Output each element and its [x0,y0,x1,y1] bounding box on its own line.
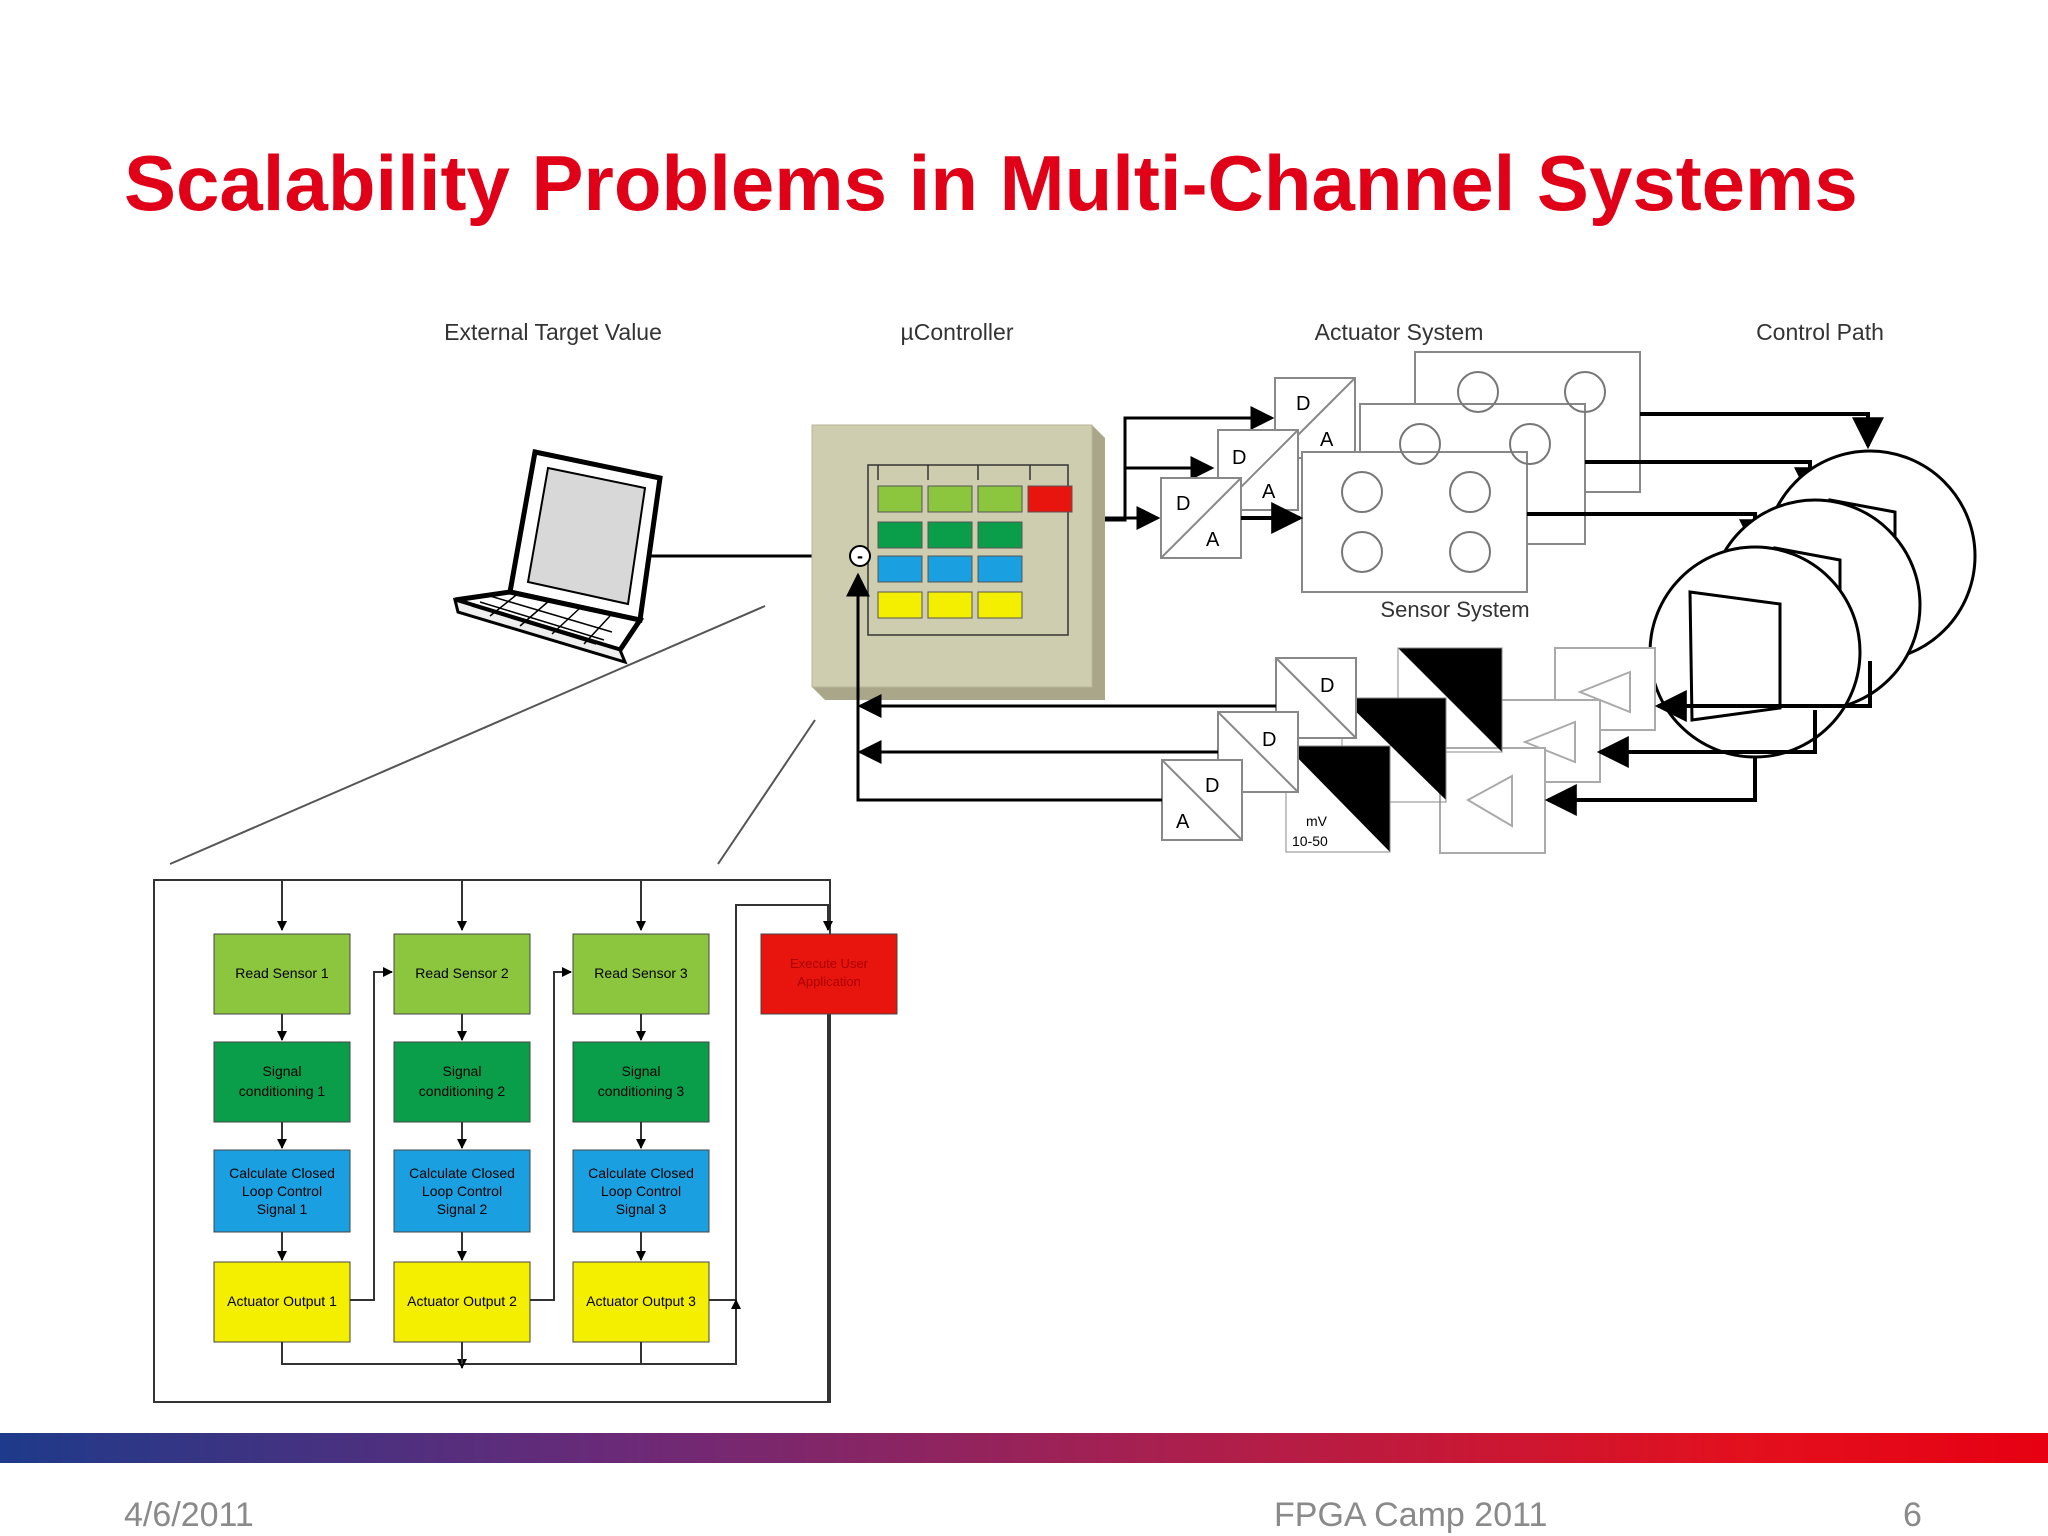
svg-text:D: D [1320,675,1334,697]
label-sensor-system: Sensor System [1380,597,1529,622]
svg-text:Application: Application [797,974,861,989]
svg-text:Actuator Output 1: Actuator Output 1 [227,1293,337,1309]
adc-blocks: D D D A [1161,657,1357,841]
amp-gain-range: 10-50 [1292,833,1328,849]
label-external-target: External Target Value [444,319,662,345]
slide-title: Scalability Problems in Multi-Channel Sy… [124,139,1858,227]
svg-text:Read Sensor 2: Read Sensor 2 [415,965,509,981]
calculate-control-3-block [572,1149,710,1233]
svg-text:Actuator Output 2: Actuator Output 2 [407,1293,517,1309]
calculate-control-1-block [213,1149,351,1233]
dac-blocks: D A D A D A [1160,377,1356,559]
svg-text:conditioning 2: conditioning 2 [419,1083,506,1099]
driver-boxes [1301,351,1641,593]
signal-conditioning-2-block [393,1041,531,1123]
svg-text:Loop Control: Loop Control [422,1183,502,1199]
footer-event: FPGA Camp 2011 [1274,1496,1548,1534]
signal-conditioning-3-block [572,1041,710,1123]
svg-text:Read Sensor 1: Read Sensor 1 [235,965,329,981]
svg-text:Loop Control: Loop Control [242,1183,322,1199]
microcontroller-box: - [811,424,1105,700]
adc-block: D A [1161,759,1243,841]
svg-text:Signal: Signal [443,1063,482,1079]
label-control-path: Control Path [1756,319,1884,345]
read-sensor-2-block [393,933,531,1015]
svg-text:Signal 2: Signal 2 [437,1201,488,1217]
calculate-control-2-block [393,1149,531,1233]
amp-gain-label: mV [1306,813,1328,829]
svg-text:Calculate Closed: Calculate Closed [588,1165,694,1181]
actuator-output-3-block [572,1261,710,1343]
footer-gradient-bar [0,1433,2048,1463]
read-sensor-1-block [213,933,351,1015]
actuator-command-arrows [1105,406,1275,530]
svg-text:A: A [1176,811,1190,833]
svg-text:D: D [1176,493,1190,515]
footer-page-number: 6 [1903,1496,1922,1534]
svg-text:D: D [1296,393,1310,415]
svg-text:D: D [1205,775,1219,797]
svg-text:Signal: Signal [263,1063,302,1079]
label-actuator-system: Actuator System [1315,319,1484,345]
svg-text:Signal 1: Signal 1 [257,1201,308,1217]
sensor-amp-blocks: mV 10-50 [1285,647,1656,854]
svg-text:D: D [1262,729,1276,751]
svg-text:conditioning 3: conditioning 3 [598,1083,685,1099]
svg-text:D: D [1232,447,1246,469]
svg-text:Signal: Signal [622,1063,661,1079]
svg-text:Actuator Output 3: Actuator Output 3 [586,1293,696,1309]
svg-text:Calculate Closed: Calculate Closed [229,1165,335,1181]
task-flowchart: Read Sensor 1 Signal conditioning 1 Calc… [153,879,898,1403]
svg-text:Execute User: Execute User [790,956,869,971]
svg-text:A: A [1320,429,1334,451]
dac-block: D A [1160,477,1242,559]
label-controller: µController [901,319,1014,345]
svg-text:Read Sensor 3: Read Sensor 3 [594,965,688,981]
actuator-output-2-block [393,1261,531,1343]
svg-text:conditioning 1: conditioning 1 [239,1083,326,1099]
execute-user-application-block [760,933,898,1015]
svg-text:Signal 3: Signal 3 [616,1201,667,1217]
laptop-icon [452,449,663,665]
controller-task-grid [877,485,1073,619]
flow-column-3: Read Sensor 3 Signal conditioning 3 Calc… [572,933,710,1343]
svg-text:A: A [1206,529,1220,551]
footer-date: 4/6/2011 [124,1496,254,1534]
flow-column-2: Read Sensor 2 Signal conditioning 2 Calc… [393,933,531,1343]
summing-junction [849,545,871,567]
feedback-lines [846,572,1276,802]
svg-text:Calculate Closed: Calculate Closed [409,1165,515,1181]
motor-icons [1648,449,1977,759]
svg-text:Loop Control: Loop Control [601,1183,681,1199]
signal-conditioning-1-block [213,1041,351,1123]
minus-sign: - [857,546,863,566]
svg-text:A: A [1262,481,1276,503]
